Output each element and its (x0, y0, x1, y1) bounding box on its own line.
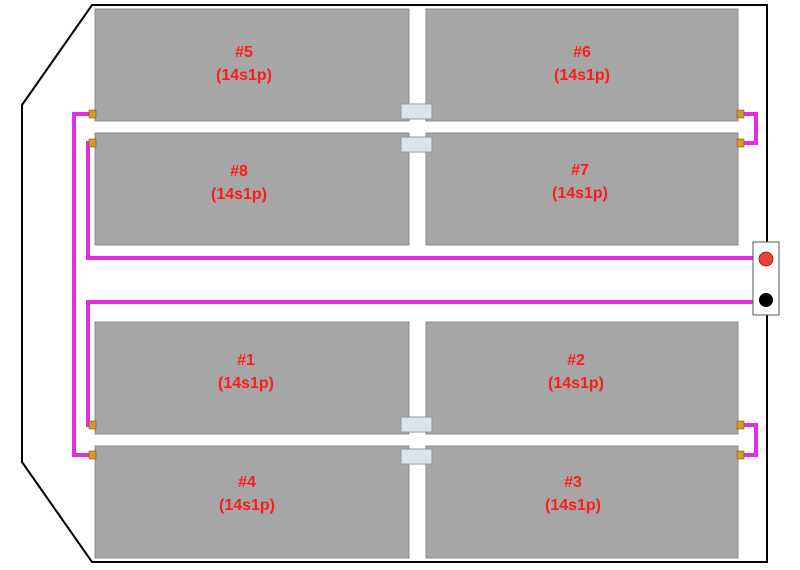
pack-terminal (88, 450, 97, 460)
pack-number: #5 (235, 44, 253, 61)
pack-config: (14s1p) (216, 67, 272, 84)
mounting-bracket (400, 416, 433, 433)
pack-config: (14s1p) (554, 67, 610, 84)
pack-terminal (88, 138, 97, 148)
pack-body (94, 8, 410, 122)
pack-config: (14s1p) (545, 497, 601, 514)
pack-terminal (736, 109, 745, 119)
pack-body (425, 321, 739, 435)
pack-number: #3 (564, 474, 582, 491)
pack-number: #6 (573, 44, 591, 61)
positive-terminal-icon (758, 251, 774, 267)
pack-config: (14s1p) (211, 186, 267, 203)
pack-terminal (736, 138, 745, 148)
battery-pack-5: #5 (14s1p) (94, 8, 410, 122)
battery-pack-7: #7 (14s1p) (425, 132, 739, 246)
pack-number: #2 (567, 352, 585, 369)
battery-pack-2: #2 (14s1p) (425, 321, 739, 435)
battery-pack-8: #8 (14s1p) (94, 132, 410, 246)
mounting-bracket (400, 103, 433, 120)
negative-terminal-icon (759, 293, 773, 307)
wire-left-outer (72, 112, 93, 457)
wire-right-top-jumper (743, 112, 758, 145)
pack-terminal (736, 450, 745, 460)
pack-terminal (88, 420, 97, 430)
pack-number: #4 (238, 474, 256, 491)
battery-pack-1: #1 (14s1p) (94, 321, 410, 435)
output-connector (752, 241, 780, 316)
pack-number: #8 (230, 163, 248, 180)
pack-config: (14s1p) (219, 497, 275, 514)
mounting-bracket (400, 448, 433, 465)
pack-terminal (88, 109, 97, 119)
battery-pack-3: #3 (14s1p) (425, 445, 739, 559)
pack-body (94, 445, 410, 559)
battery-pack-4: #4 (14s1p) (94, 445, 410, 559)
pack-body (425, 8, 739, 122)
pack-body (94, 321, 410, 435)
pack-config: (14s1p) (218, 375, 274, 392)
pack-terminal (736, 420, 745, 430)
battery-pack-6: #6 (14s1p) (425, 8, 739, 122)
pack-config: (14s1p) (548, 375, 604, 392)
pack-config: (14s1p) (552, 185, 608, 202)
pack-number: #1 (237, 352, 255, 369)
wire-right-bottom-jumper (743, 423, 758, 457)
pack-number: #7 (571, 162, 589, 179)
pack-body (425, 445, 739, 559)
pack-body (94, 132, 410, 246)
pack-body (425, 132, 739, 246)
mounting-bracket (400, 136, 433, 153)
